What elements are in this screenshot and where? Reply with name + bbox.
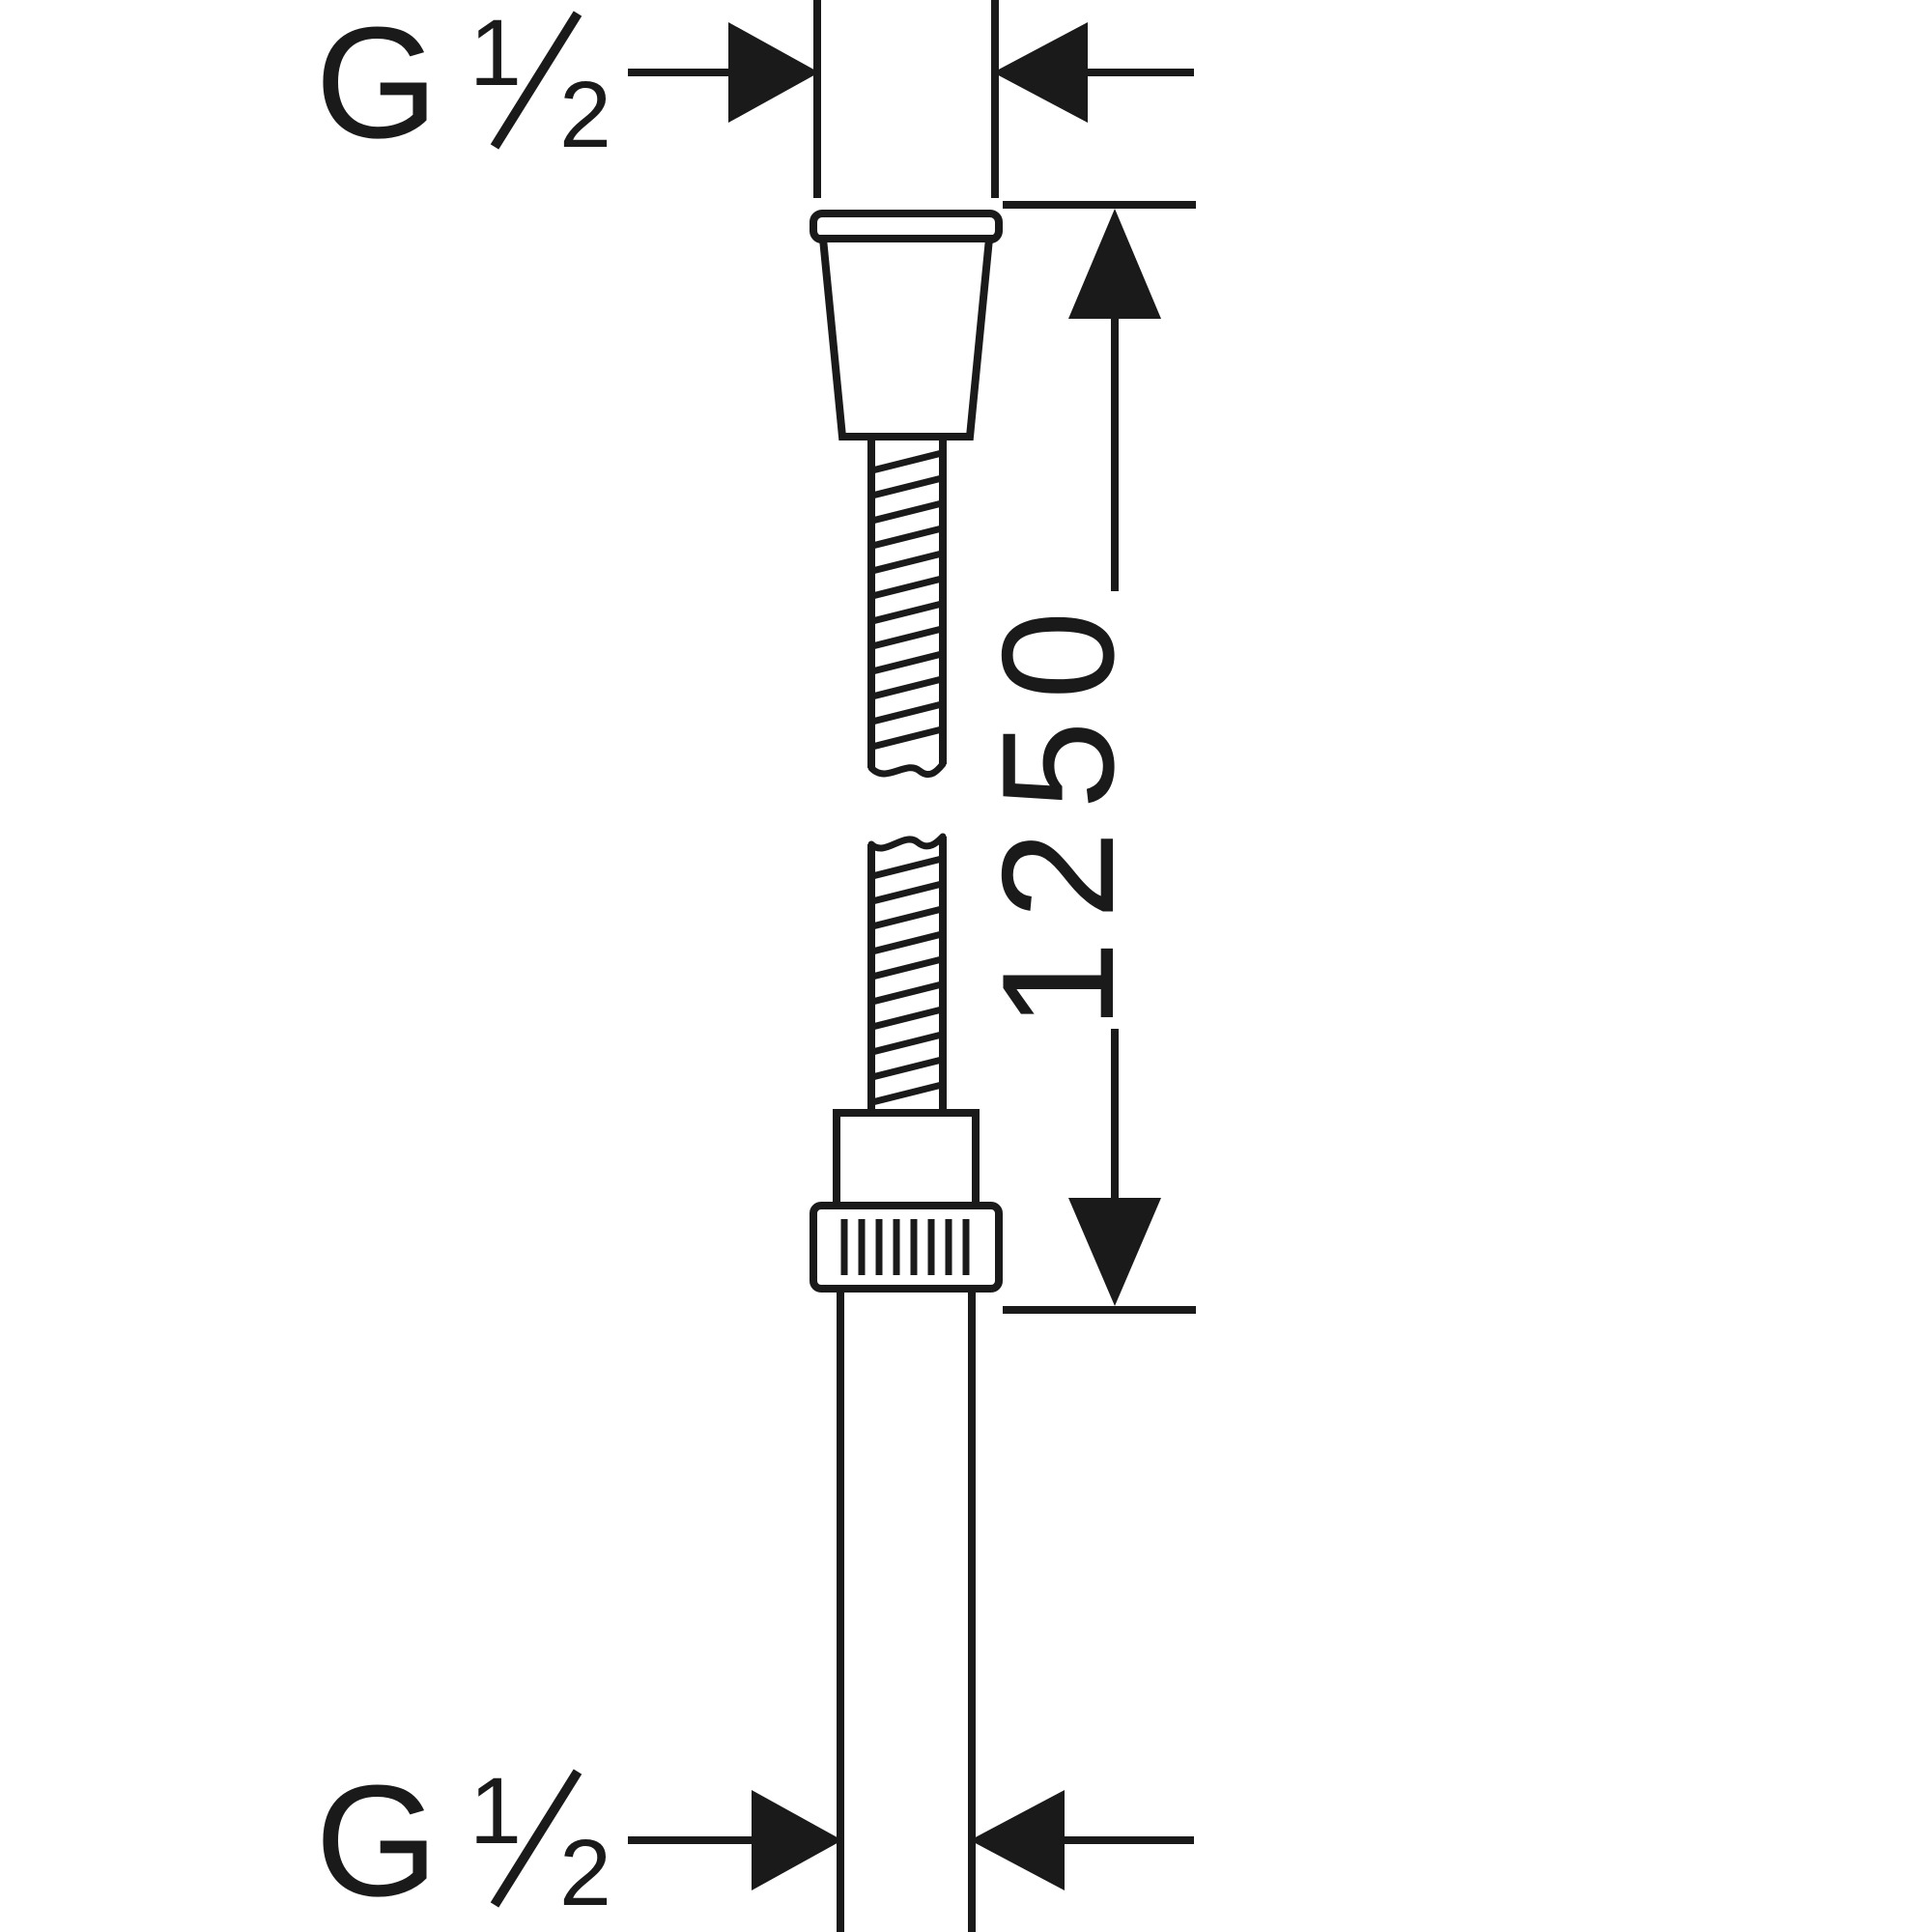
lower-fitting-adapter [833,1109,980,1209]
top-thread-fraction-numerator: 1 [469,0,522,105]
hose-upper-spiral-ribs [871,449,943,751]
bottom-thread-fraction-numerator: 1 [469,1758,522,1863]
top-thread-label: G 1 2 [315,0,611,171]
dimension-value-text: 1250 [969,589,1147,1029]
hose-lower-segment [867,833,947,1113]
bottom-pipe [837,1289,976,1932]
hose-lower-spiral-ribs [871,855,943,1106]
top-left-arrowhead [728,22,819,123]
bottom-thread-fraction-slash [490,1769,582,1908]
lower-fitting [810,1109,1003,1293]
knurled-nut-ribs [840,1219,970,1275]
top-thread-fraction-denominator: 2 [559,62,611,167]
top-thread-label-letter: G [315,0,439,171]
top-thread-fraction-slash [490,11,582,150]
bottom-left-arrowhead [752,1790,842,1890]
bottom-right-arrowhead [970,1790,1065,1890]
bottom-thread-label: G 1 2 [315,1752,611,1929]
top-right-arrowhead [993,22,1088,123]
hose-lower-break-edge [867,833,947,852]
hose-upper-segment [867,440,947,779]
dimension-arrowhead-bottom [1068,1198,1161,1306]
top-pointer-arrows [628,22,1194,123]
hose-upper-break-edge [867,760,947,779]
length-dimension: 1250 [969,201,1196,1314]
top-pipe [813,0,999,198]
bottom-thread-fraction-denominator: 2 [559,1820,611,1925]
bottom-thread-label-letter: G [315,1752,439,1929]
dimension-arrowhead-top [1068,209,1161,319]
conical-nut [810,210,1003,440]
conical-nut-body [818,235,994,440]
bottom-pointer-arrows [628,1790,1194,1890]
